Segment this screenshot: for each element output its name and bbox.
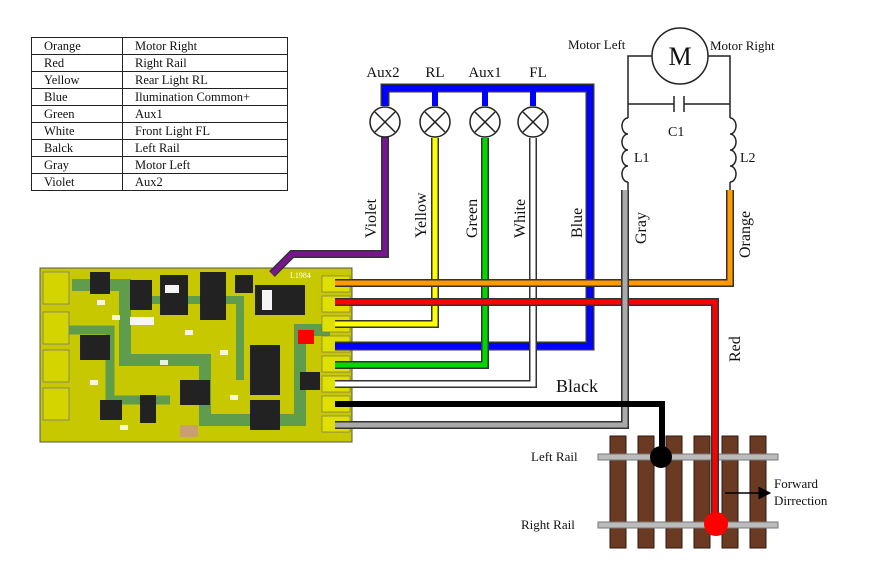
legend-color: Balck (31, 139, 123, 157)
wire-label-green: Green (464, 199, 481, 238)
track-sleepers (609, 435, 767, 549)
motor-left-label: Motor Left (568, 37, 626, 52)
capacitor-label: C1 (668, 125, 684, 140)
forward-label: Forward (774, 476, 819, 491)
lamp-label-fl: FL (529, 65, 547, 81)
legend-function: Motor Left (122, 156, 288, 174)
coil-l2-icon (729, 117, 737, 183)
decoder-marking: L1984 (290, 271, 311, 280)
yellow-wire (335, 138, 438, 327)
motor-right-label: Motor Right (710, 38, 775, 53)
wire-label-orange: Orange (737, 211, 754, 258)
left-rail (597, 453, 779, 461)
red-wire (335, 299, 718, 520)
decoder-board: L1984 (39, 267, 353, 443)
right-rail-label: Right Rail (521, 517, 575, 532)
green-wire (335, 138, 488, 368)
lamp-icon (369, 106, 401, 138)
legend-function: Aux2 (122, 173, 288, 191)
legend-color: Violet (31, 173, 123, 191)
left-rail-connection (650, 446, 672, 468)
wire-label-yellow: Yellow (413, 192, 430, 238)
motor-icon (651, 27, 709, 85)
wire-label-blue: Blue (569, 208, 586, 238)
orange-wire (335, 190, 733, 286)
lamps (369, 106, 549, 138)
wire-label-white: White (512, 199, 529, 238)
wire-label-black: Black (556, 376, 598, 396)
lamp-label-aux2: Aux2 (366, 65, 399, 81)
track (597, 435, 779, 549)
motor-circuit (621, 55, 737, 190)
right-rail-connection (704, 512, 728, 536)
lamp-icon (469, 106, 501, 138)
blue-wire (335, 85, 593, 349)
wire-label-red: Red (727, 336, 744, 362)
lamp-icon (517, 106, 549, 138)
motor-symbol: M (668, 42, 691, 71)
legend-color: Yellow (31, 71, 123, 89)
right-rail (597, 521, 779, 529)
violet-wire (269, 122, 389, 277)
lamp-label-aux1: Aux1 (468, 65, 501, 81)
black-wire (335, 401, 665, 455)
wire-label-violet: Violet (363, 198, 380, 238)
left-rail-label: Left Rail (531, 449, 578, 464)
lamp-icon (419, 106, 451, 138)
coil-l1-label: L1 (634, 151, 650, 166)
coil-l2-label: L2 (740, 151, 756, 166)
wires (269, 83, 734, 520)
coil-l1-icon (621, 117, 629, 183)
wire-label-gray: Gray (633, 212, 650, 244)
white-wire (335, 138, 536, 387)
lamp-label-rl: RL (425, 65, 444, 81)
direction-label: Dirrection (774, 493, 828, 508)
gray-wire (335, 190, 628, 428)
legend-function: Left Rail (122, 139, 288, 157)
status-led (298, 330, 314, 344)
